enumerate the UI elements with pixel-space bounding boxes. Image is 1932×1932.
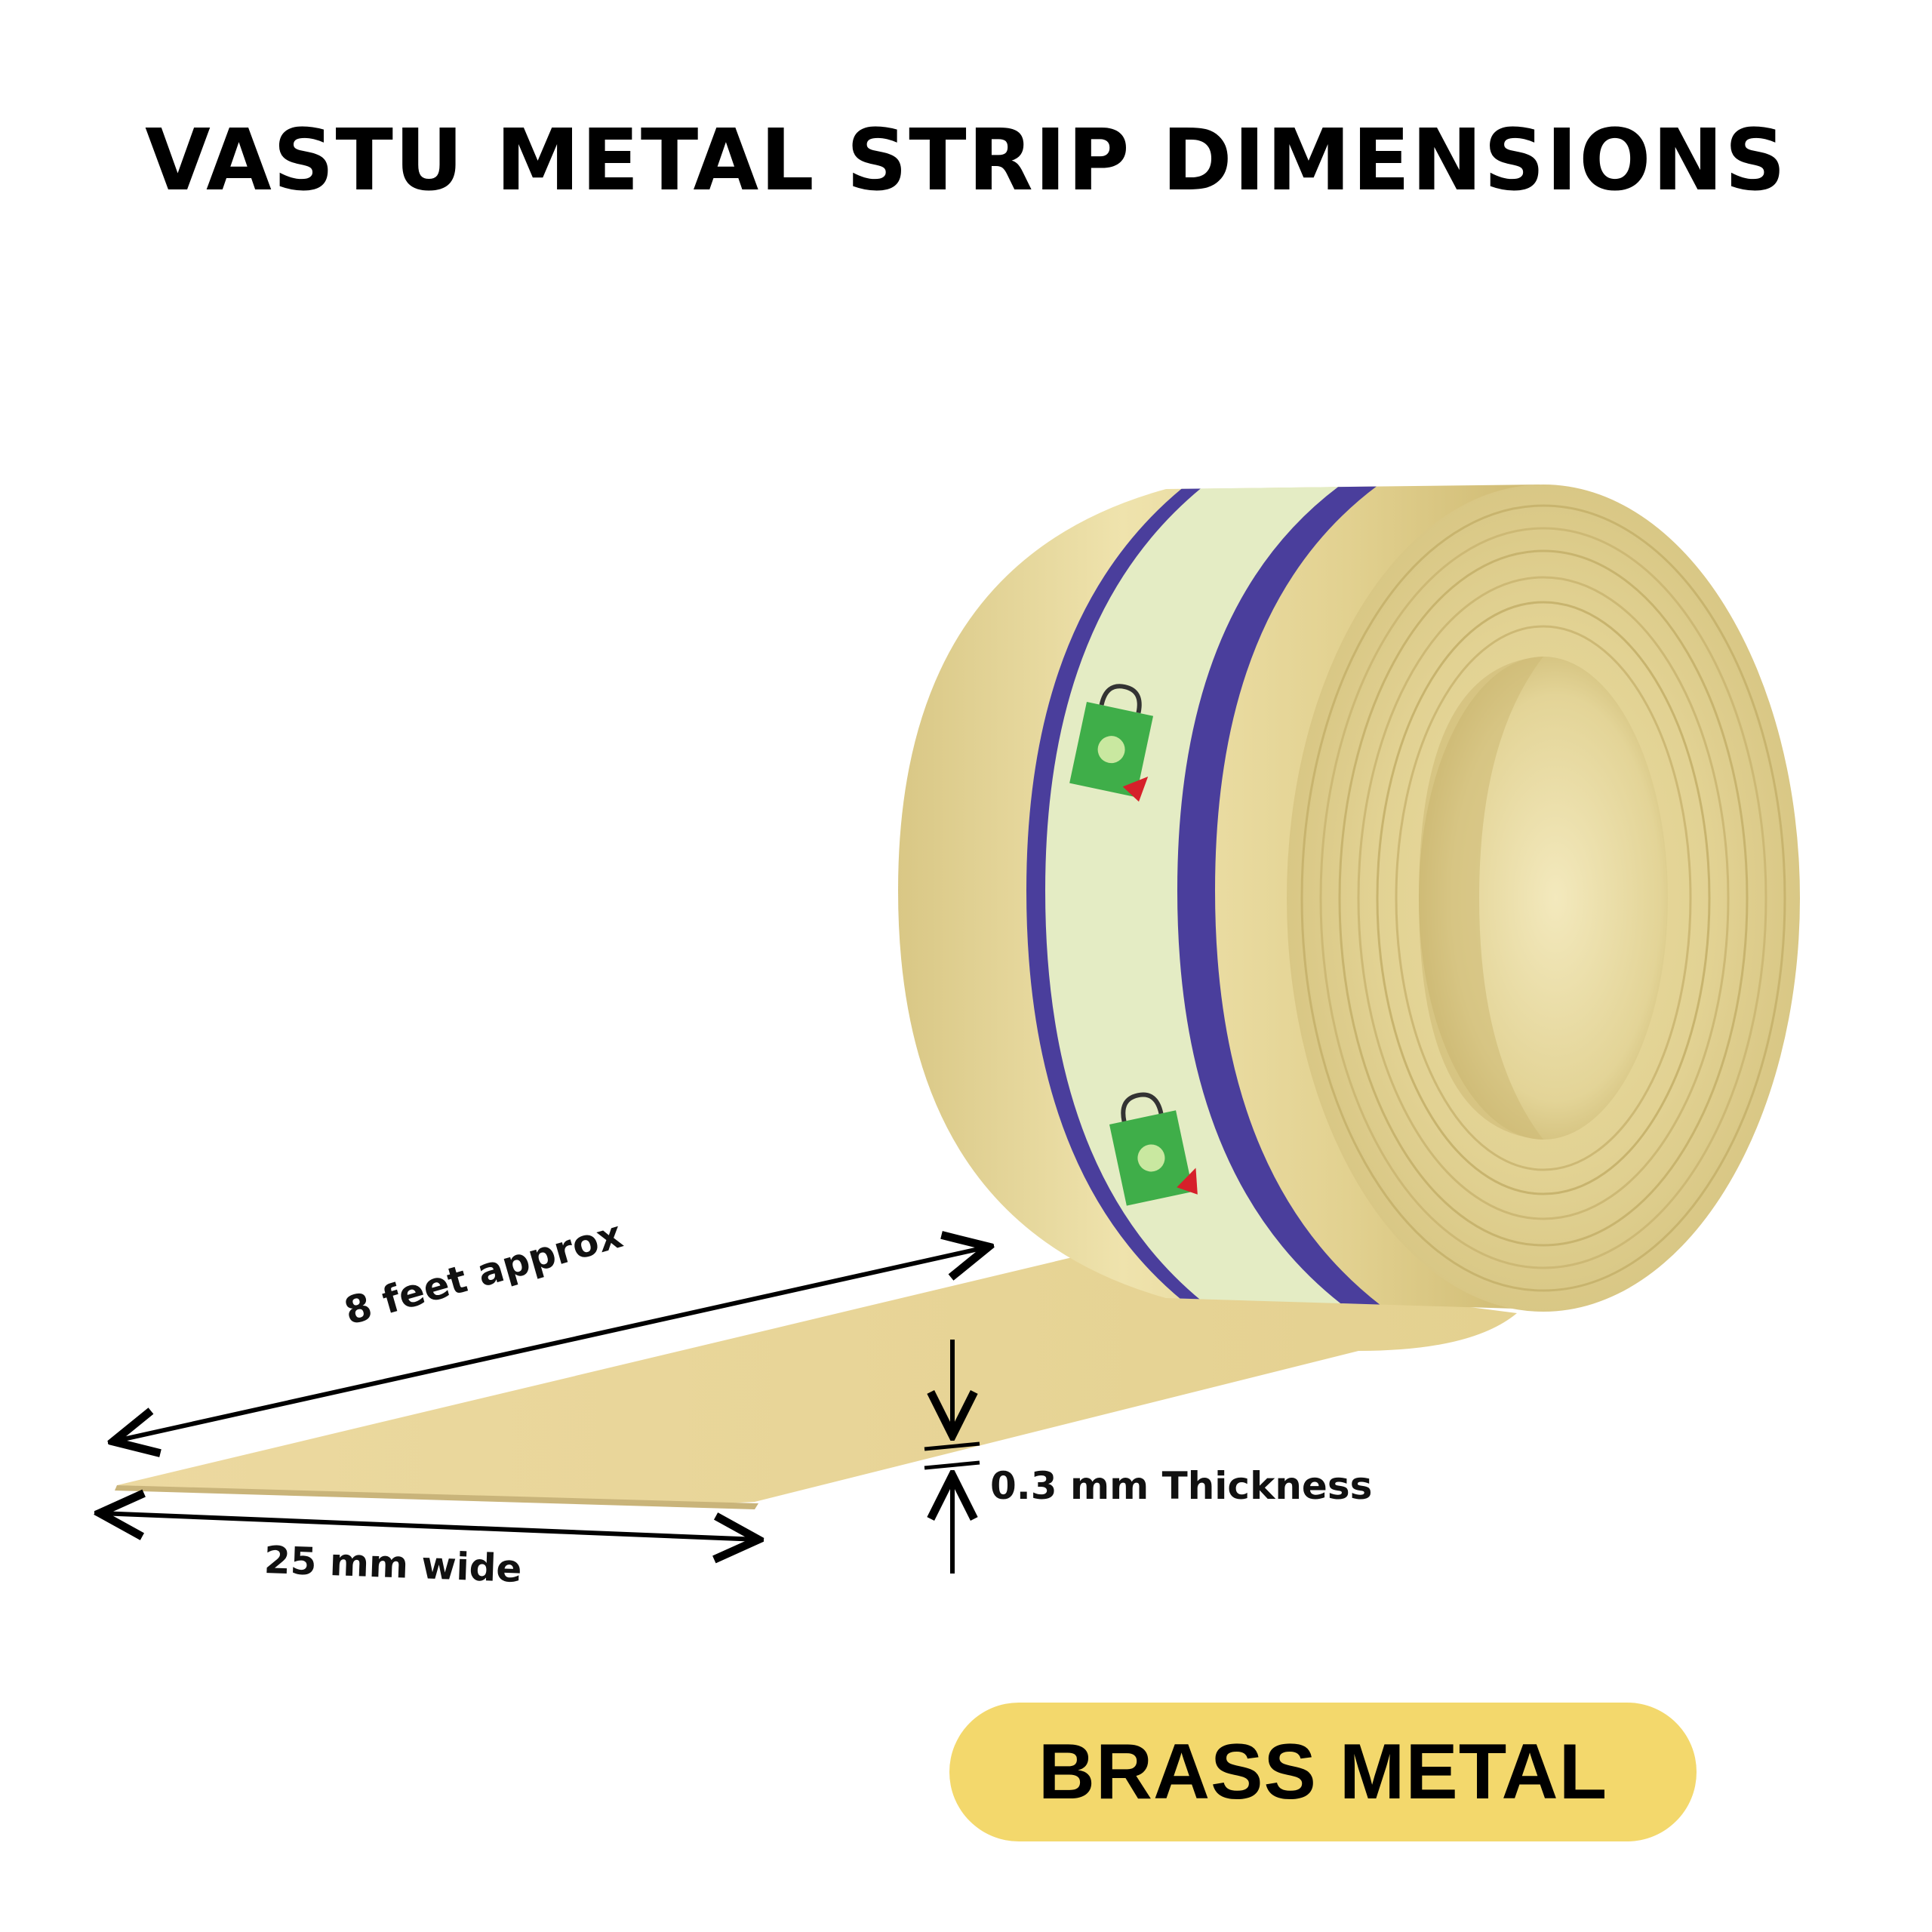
material-badge: BRASS METAL [949,1703,1697,1841]
width-label: 25 mm wide [263,1538,523,1591]
brand-logo-icon [1069,684,1154,802]
length-arrow [113,1247,989,1441]
material-badge-label: BRASS METAL [1038,1727,1608,1816]
width-arrow [100,1513,758,1540]
page-title: VASTU METAL STRIP DIMENSIONS [145,112,1787,210]
thickness-label: 0.3 mm Thickness [990,1464,1373,1508]
